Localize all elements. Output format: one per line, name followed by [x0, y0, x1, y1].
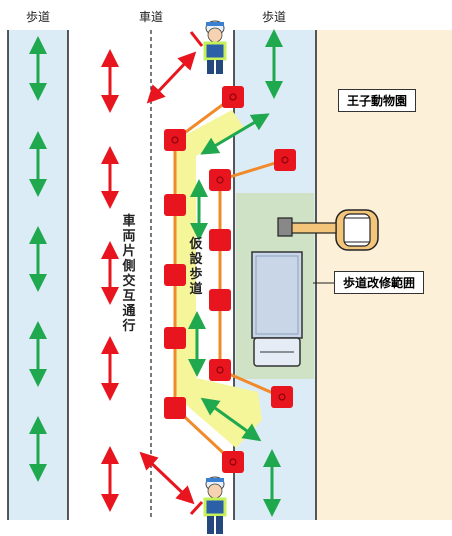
flagger-icon	[189, 476, 227, 534]
traffic-cone-icon	[164, 194, 186, 216]
traffic-cone-icon	[222, 86, 244, 108]
flagger-icon	[189, 20, 227, 74]
pedestrian-arrows	[29, 29, 283, 517]
traffic-cone-icon	[274, 149, 296, 171]
zoo-label: 王子動物園	[338, 89, 417, 112]
pedestrian-arrow	[200, 113, 270, 155]
traffic-cone-icon	[209, 359, 231, 381]
truck-icon	[251, 251, 303, 367]
pedestrian-arrow	[200, 397, 262, 442]
temporary-walkway-label: 仮設歩道	[189, 237, 203, 297]
traffic-cone-icon	[222, 451, 244, 473]
traffic-cone-icon	[209, 169, 231, 191]
excavator-icon	[277, 209, 379, 251]
traffic-cone-icon	[271, 386, 293, 408]
header-right-sidewalk: 歩道	[261, 10, 287, 24]
header-roadway: 車道	[138, 10, 164, 24]
traffic-cones	[164, 86, 296, 473]
traffic-cone-icon	[164, 129, 186, 151]
vehicle-arrows	[101, 49, 197, 512]
repair-area-label: 歩道改修範囲	[334, 271, 425, 294]
traffic-cone-icon	[164, 327, 186, 349]
alternating-traffic-label: 車両片側交互通行	[122, 214, 136, 334]
vehicle-arrow	[139, 451, 195, 505]
vehicle-arrow	[146, 51, 197, 104]
traffic-cone-icon	[209, 289, 231, 311]
traffic-cone-icon	[164, 397, 186, 419]
traffic-cone-icon	[209, 229, 231, 251]
header-left-sidewalk: 歩道	[25, 10, 51, 24]
traffic-cone-icon	[164, 264, 186, 286]
